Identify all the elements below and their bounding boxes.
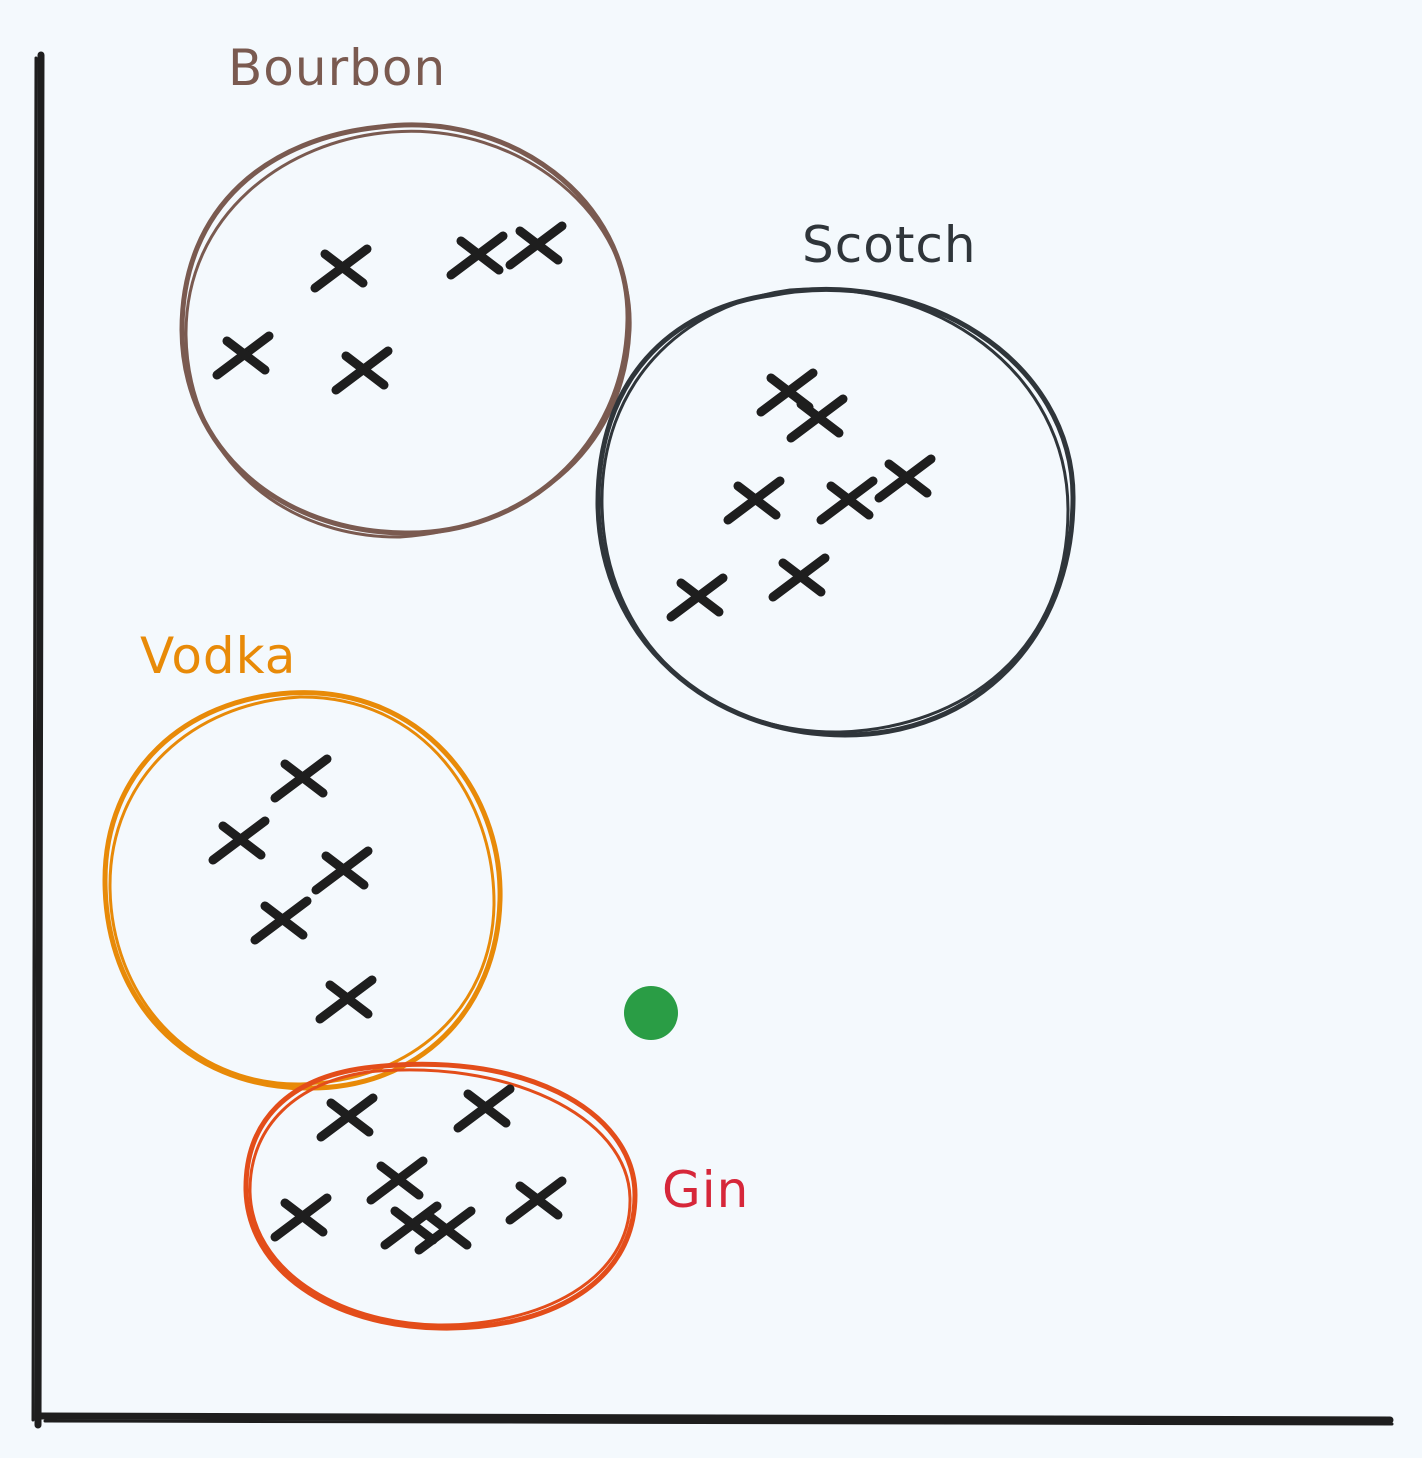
- x-marker-scotch: [874, 454, 936, 503]
- x-marker-bourbon: [446, 231, 508, 280]
- cluster-outline-vodka-sketch: [108, 695, 496, 1086]
- x-axis-sketch-stroke: [43, 1419, 1394, 1426]
- x-marker-gin: [366, 1156, 428, 1205]
- cluster-outline-bourbon: [179, 122, 631, 536]
- cluster-outline-gin-sketch: [248, 1068, 632, 1327]
- cluster-outline-bourbon-sketch: [184, 129, 632, 539]
- cluster-points-vodka: [208, 754, 377, 1024]
- cluster-points-bourbon: [212, 221, 567, 395]
- cluster-outline-scotch-sketch: [600, 287, 1070, 734]
- x-marker-gin: [414, 1206, 476, 1255]
- x-marker-bourbon: [505, 221, 567, 270]
- cluster-label-vodka: Vodka: [140, 627, 296, 685]
- x-marker-vodka: [250, 896, 312, 945]
- cluster-label-bourbon: Bourbon: [228, 39, 446, 97]
- y-axis: [34, 51, 45, 1429]
- x-marker-gin: [316, 1093, 378, 1142]
- x-marker-vodka: [208, 816, 270, 865]
- x-marker-vodka: [315, 975, 377, 1024]
- x-marker-vodka: [270, 754, 332, 803]
- x-marker-gin: [505, 1176, 567, 1225]
- cluster-vodka: Vodka: [102, 627, 503, 1091]
- x-marker-scotch: [666, 573, 728, 622]
- x-marker-scotch: [768, 553, 830, 602]
- y-axis-sketch-stroke: [31, 56, 38, 1422]
- cluster-label-scotch: Scotch: [802, 216, 977, 274]
- cluster-bourbon: Bourbon: [179, 39, 632, 539]
- cluster-outline-scotch: [595, 286, 1076, 738]
- x-marker-bourbon: [212, 331, 274, 380]
- x-axis: [36, 1412, 1394, 1424]
- cluster-points-gin: [270, 1084, 567, 1255]
- cluster-label-gin: Gin: [662, 1161, 749, 1219]
- x-marker-gin: [453, 1084, 515, 1133]
- x-marker-gin: [270, 1193, 332, 1242]
- query-point-dot: [624, 986, 678, 1040]
- x-marker-bourbon: [310, 244, 372, 293]
- x-marker-bourbon: [331, 346, 393, 395]
- cluster-outline-gin: [243, 1061, 638, 1331]
- cluster-points-scotch: [666, 368, 936, 622]
- x-marker-scotch: [816, 476, 878, 525]
- cluster-scotch: Scotch: [595, 216, 1076, 738]
- x-marker-scotch: [786, 394, 848, 443]
- x-marker-scotch: [723, 476, 785, 525]
- x-marker-vodka: [311, 846, 373, 895]
- cluster-gin: Gin: [243, 1061, 749, 1331]
